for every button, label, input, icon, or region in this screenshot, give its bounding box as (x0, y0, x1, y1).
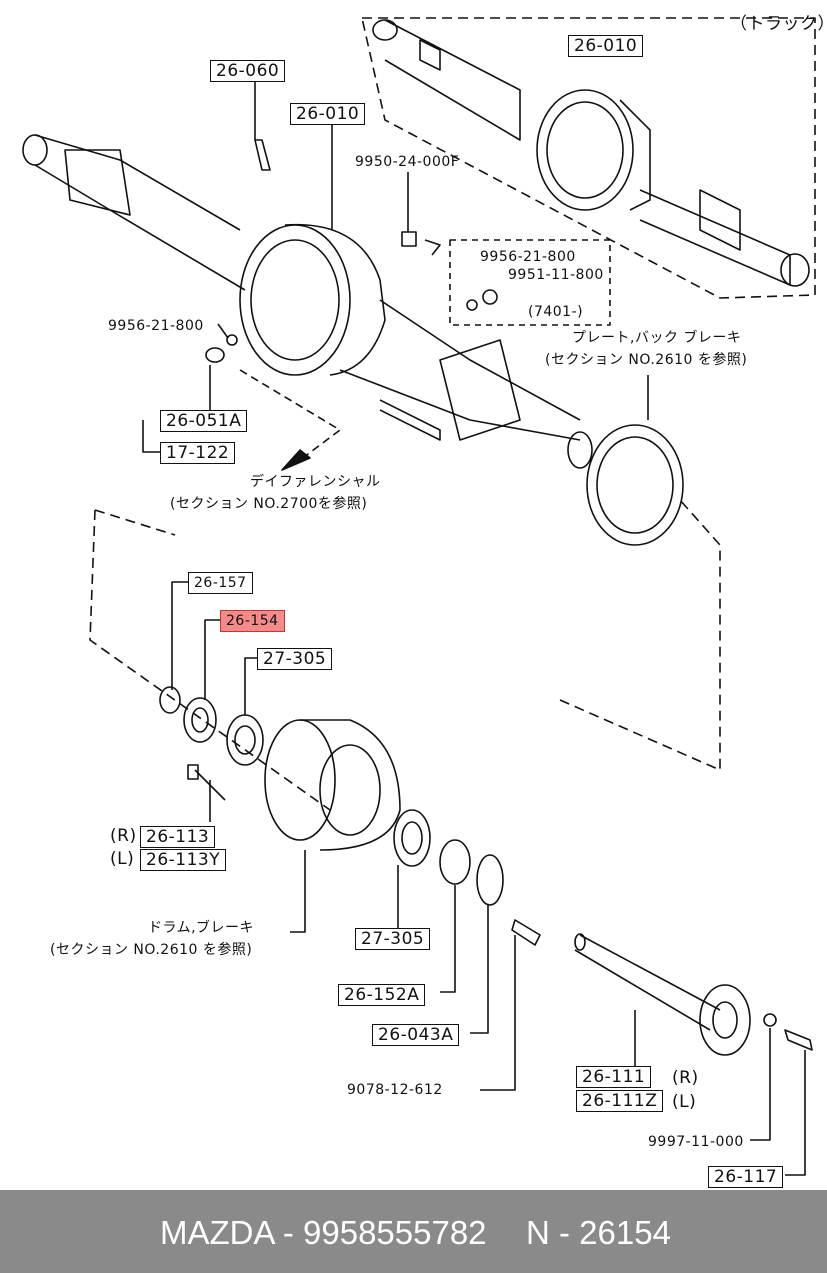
label-26-111: 26-111 (576, 1066, 652, 1088)
axle-exploded-diagram (22, 17, 816, 1176)
hub-assembly (159, 686, 541, 946)
label-26-152a: 26-152A (338, 984, 426, 1006)
truck-note: （トラック） (730, 14, 827, 34)
label-26-111z: 26-111Z (576, 1090, 664, 1112)
axle-shaft (574, 933, 813, 1056)
label-9078-12-612: 9078-12-612 (347, 1082, 443, 1098)
label-26-051a: 26-051A (160, 410, 248, 432)
footer-bar: MAZDA - 9958555782 N - 26154 (0, 1190, 827, 1273)
label-26-117: 26-117 (708, 1166, 784, 1188)
diff-note-1: デイファレンシャル (250, 474, 381, 490)
l-mark: (L) (110, 849, 135, 869)
label-27-305-b: 27-305 (355, 928, 431, 950)
label-9956-21-800-b: 9956-21-800 (108, 318, 204, 334)
brake-back-plate (586, 375, 684, 546)
label-9950-24-000f: 9950-24-000F (355, 154, 460, 170)
label-9956-21-800-a: 9956-21-800 (480, 249, 576, 265)
label-27-305-a: 27-305 (257, 648, 333, 670)
label-26-113: 26-113 (140, 826, 216, 848)
label-26-113y: 26-113Y (140, 849, 227, 871)
plate-note-2: (セクション NO.2610 を参照) (545, 352, 748, 368)
footer-ref: N - 26154 (526, 1214, 671, 1251)
l-mark-2: (L) (672, 1092, 697, 1112)
r-mark: (R) (110, 826, 137, 846)
truck-inset-frame (361, 17, 816, 299)
label-17-122: 17-122 (160, 442, 236, 464)
r-mark-2: (R) (672, 1068, 699, 1088)
label-26-043a: 26-043A (372, 1024, 460, 1046)
truck-axle-inset (372, 19, 810, 287)
drum-note-2: (セクション NO.2610 を参照) (50, 942, 253, 958)
label-26-154-highlighted: 26-154 (220, 610, 285, 632)
drum-note-1: ドラム,ブレーキ (148, 920, 255, 936)
footer-brand-part: MAZDA - 9958555782 (160, 1214, 487, 1251)
plate-note-1: プレート,バック ブレーキ (572, 330, 742, 346)
label-7401: (7401-) (528, 304, 584, 320)
diff-note-2: (セクション NO.2700を参照) (170, 496, 368, 512)
label-26-060: 26-060 (210, 60, 286, 82)
label-26-010: 26-010 (290, 103, 366, 125)
label-9951-11-800: 9951-11-800 (508, 267, 604, 283)
label-9997-11-000: 9997-11-000 (648, 1134, 744, 1150)
label-26-010-top: 26-010 (568, 35, 644, 57)
axle-housing (22, 134, 593, 469)
label-26-157: 26-157 (188, 572, 253, 594)
hub-detail-frame (89, 499, 721, 811)
